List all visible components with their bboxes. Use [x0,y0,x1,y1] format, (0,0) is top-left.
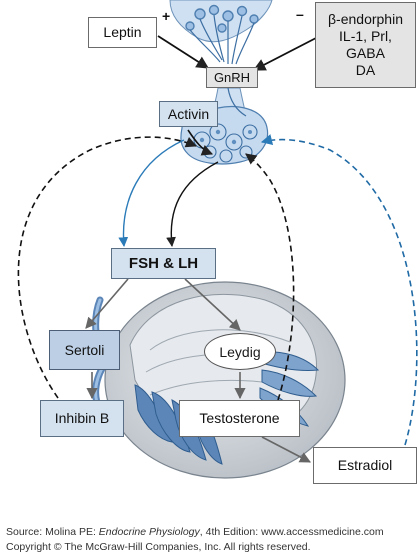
inhibitor-gaba: GABA [346,45,385,61]
inhibitors-box: β-endorphin IL-1, Prl, GABA DA [315,2,416,88]
fsh-lh-box: FSH & LH [111,248,216,279]
hypothalamus-illustration [169,0,273,65]
stimulation-arrows [85,35,317,463]
leydig-oval: Leydig [204,333,276,370]
sertoli-box: Sertoli [49,330,120,370]
source-citation: Source: Molina PE: Endocrine Physiology,… [6,526,384,538]
gnrh-box: GnRH [206,67,258,88]
inhibitor-il1-prl: IL-1, Prl, [339,28,392,44]
stimulatory-sign: + [162,8,171,24]
negative-feedback-arrows [17,134,418,446]
testosterone-box: Testosterone [179,400,300,437]
activin-box: Activin [159,101,218,127]
leptin-box: Leptin [88,17,157,48]
source-suffix: , 4th Edition: www.accessmedicine.com [199,526,384,538]
source-prefix: Source: Molina PE: [6,526,99,538]
copyright-notice: Copyright © The McGraw-Hill Companies, I… [6,541,311,553]
inhibin-b-box: Inhibin B [40,400,124,437]
estradiol-box: Estradiol [313,447,417,484]
source-title: Endocrine Physiology [98,526,200,538]
inhibitor-dopamine: DA [355,62,376,78]
inhibitory-sign: – [296,6,304,22]
inhibitor-beta-endorphin: β-endorphin [328,11,403,27]
